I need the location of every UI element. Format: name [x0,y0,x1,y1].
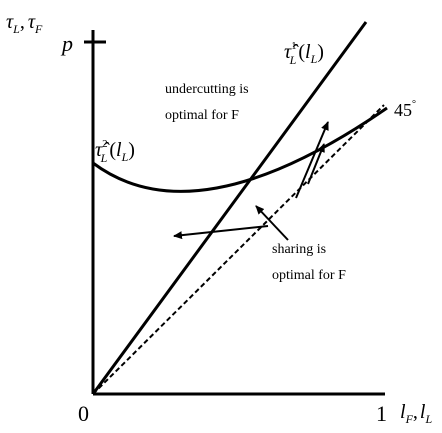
origin-label: 0 [78,401,89,426]
x-tick-label-1: 1 [376,401,387,426]
arrow-down-right [307,143,325,185]
y-tick-label-p: p [60,31,73,56]
region-undercutting-line1: undercutting is [165,82,249,97]
arrow-left [173,225,269,240]
tau-l2-curve [92,106,388,193]
diagonal-45-line [92,104,385,395]
tau-l1-curve [91,21,368,395]
region-sharing-line2: optimal for F [272,268,346,283]
y-axis-label: τL,τF [6,11,43,36]
x-axis-label: lF,lL [400,401,432,426]
arrow-up-left [255,205,289,241]
region-undercutting-line2: optimal for F [165,108,239,123]
region-sharing-line1: sharing is [272,242,326,257]
diagonal-45-label: 45° [394,99,416,120]
arrow-up-right [295,121,329,199]
